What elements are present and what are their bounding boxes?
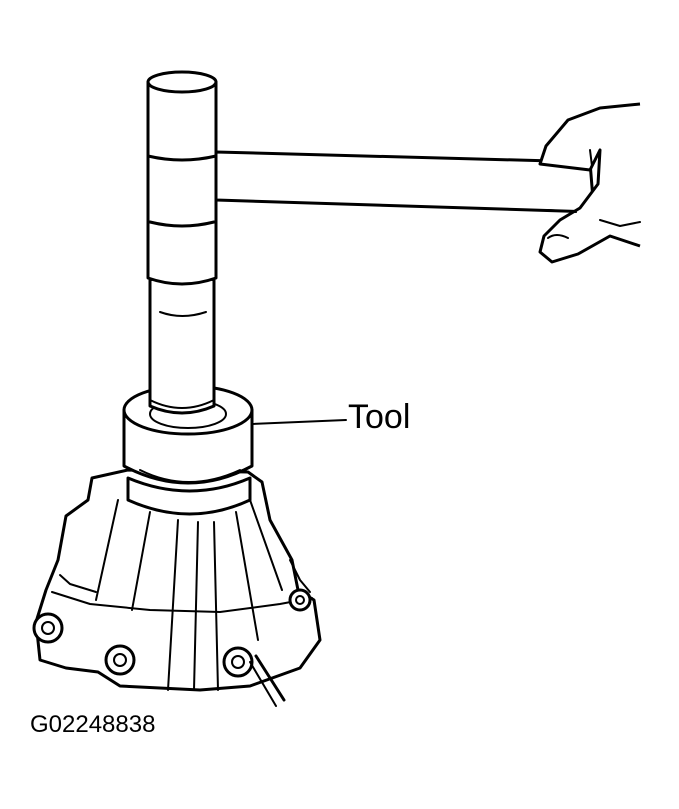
figure-id: G02248838 [30,711,156,738]
hand [538,102,641,264]
tool-label: Tool [348,398,411,436]
bolt-boss-left [32,612,64,644]
bolt-boss-bottom-left [104,644,136,676]
driver-shaft [148,272,216,415]
hammer-head [146,70,218,286]
hammer-handle [214,150,596,214]
transmission-housing [32,468,322,707]
tool-leader-line [251,419,347,425]
bolt-boss-bottom-right [222,646,254,678]
bolt-boss-right [288,588,312,612]
